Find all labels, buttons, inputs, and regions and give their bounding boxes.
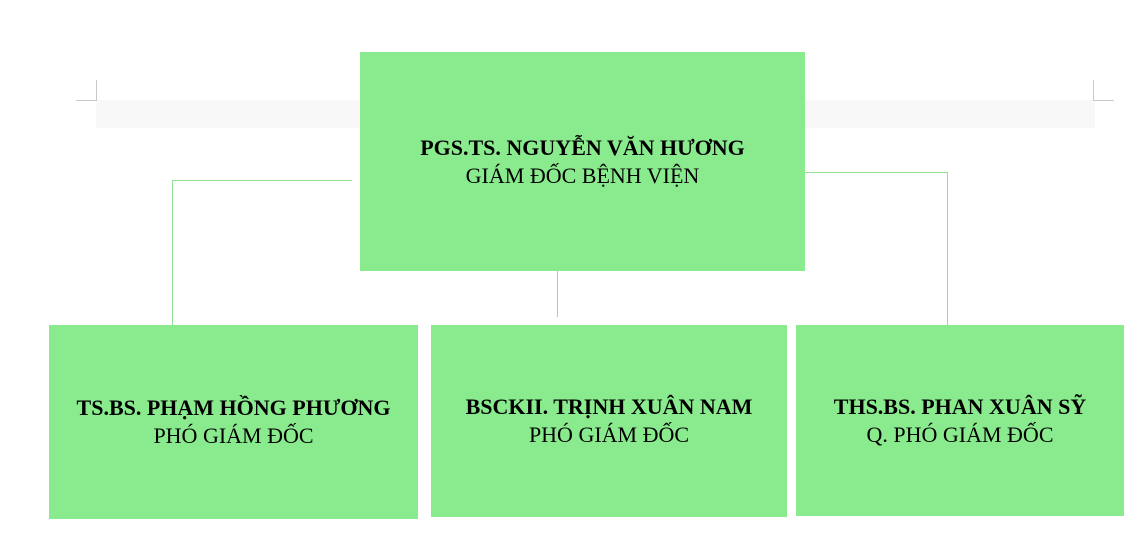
director-name: PGS.TS. NGUYỄN VĂN HƯƠNG	[420, 134, 745, 160]
margin-corner-right	[1093, 80, 1114, 101]
deputy-name: THS.BS. PHAN XUÂN SỸ	[833, 393, 1087, 419]
margin-corner-left	[76, 80, 97, 101]
connector-right-h	[805, 172, 947, 173]
director-role: GIÁM ĐỐC BỆNH VIỆN	[465, 162, 700, 188]
deputy-box-2[interactable]: BSCKII. TRỊNH XUÂN NAM PHÓ GIÁM ĐỐC	[431, 325, 787, 517]
connector-right-v	[947, 172, 948, 325]
connector-left-h	[172, 180, 352, 181]
deputy-name: BSCKII. TRỊNH XUÂN NAM	[465, 394, 753, 419]
deputy-box-3[interactable]: THS.BS. PHAN XUÂN SỸ Q. PHÓ GIÁM ĐỐC	[796, 325, 1124, 516]
deputy-role: Q. PHÓ GIÁM ĐỐC	[866, 421, 1054, 447]
director-box[interactable]: PGS.TS. NGUYỄN VĂN HƯƠNG GIÁM ĐỐC BỆNH V…	[360, 52, 805, 271]
deputy-role: PHÓ GIÁM ĐỐC	[153, 423, 314, 448]
deputy-role: PHÓ GIÁM ĐỐC	[528, 422, 690, 447]
connector-left-v	[172, 180, 173, 325]
connector-mid-v	[557, 271, 558, 317]
deputy-name: TS.BS. PHẠM HỒNG PHƯƠNG	[76, 395, 391, 420]
deputy-box-1[interactable]: TS.BS. PHẠM HỒNG PHƯƠNG PHÓ GIÁM ĐỐC	[49, 325, 418, 519]
